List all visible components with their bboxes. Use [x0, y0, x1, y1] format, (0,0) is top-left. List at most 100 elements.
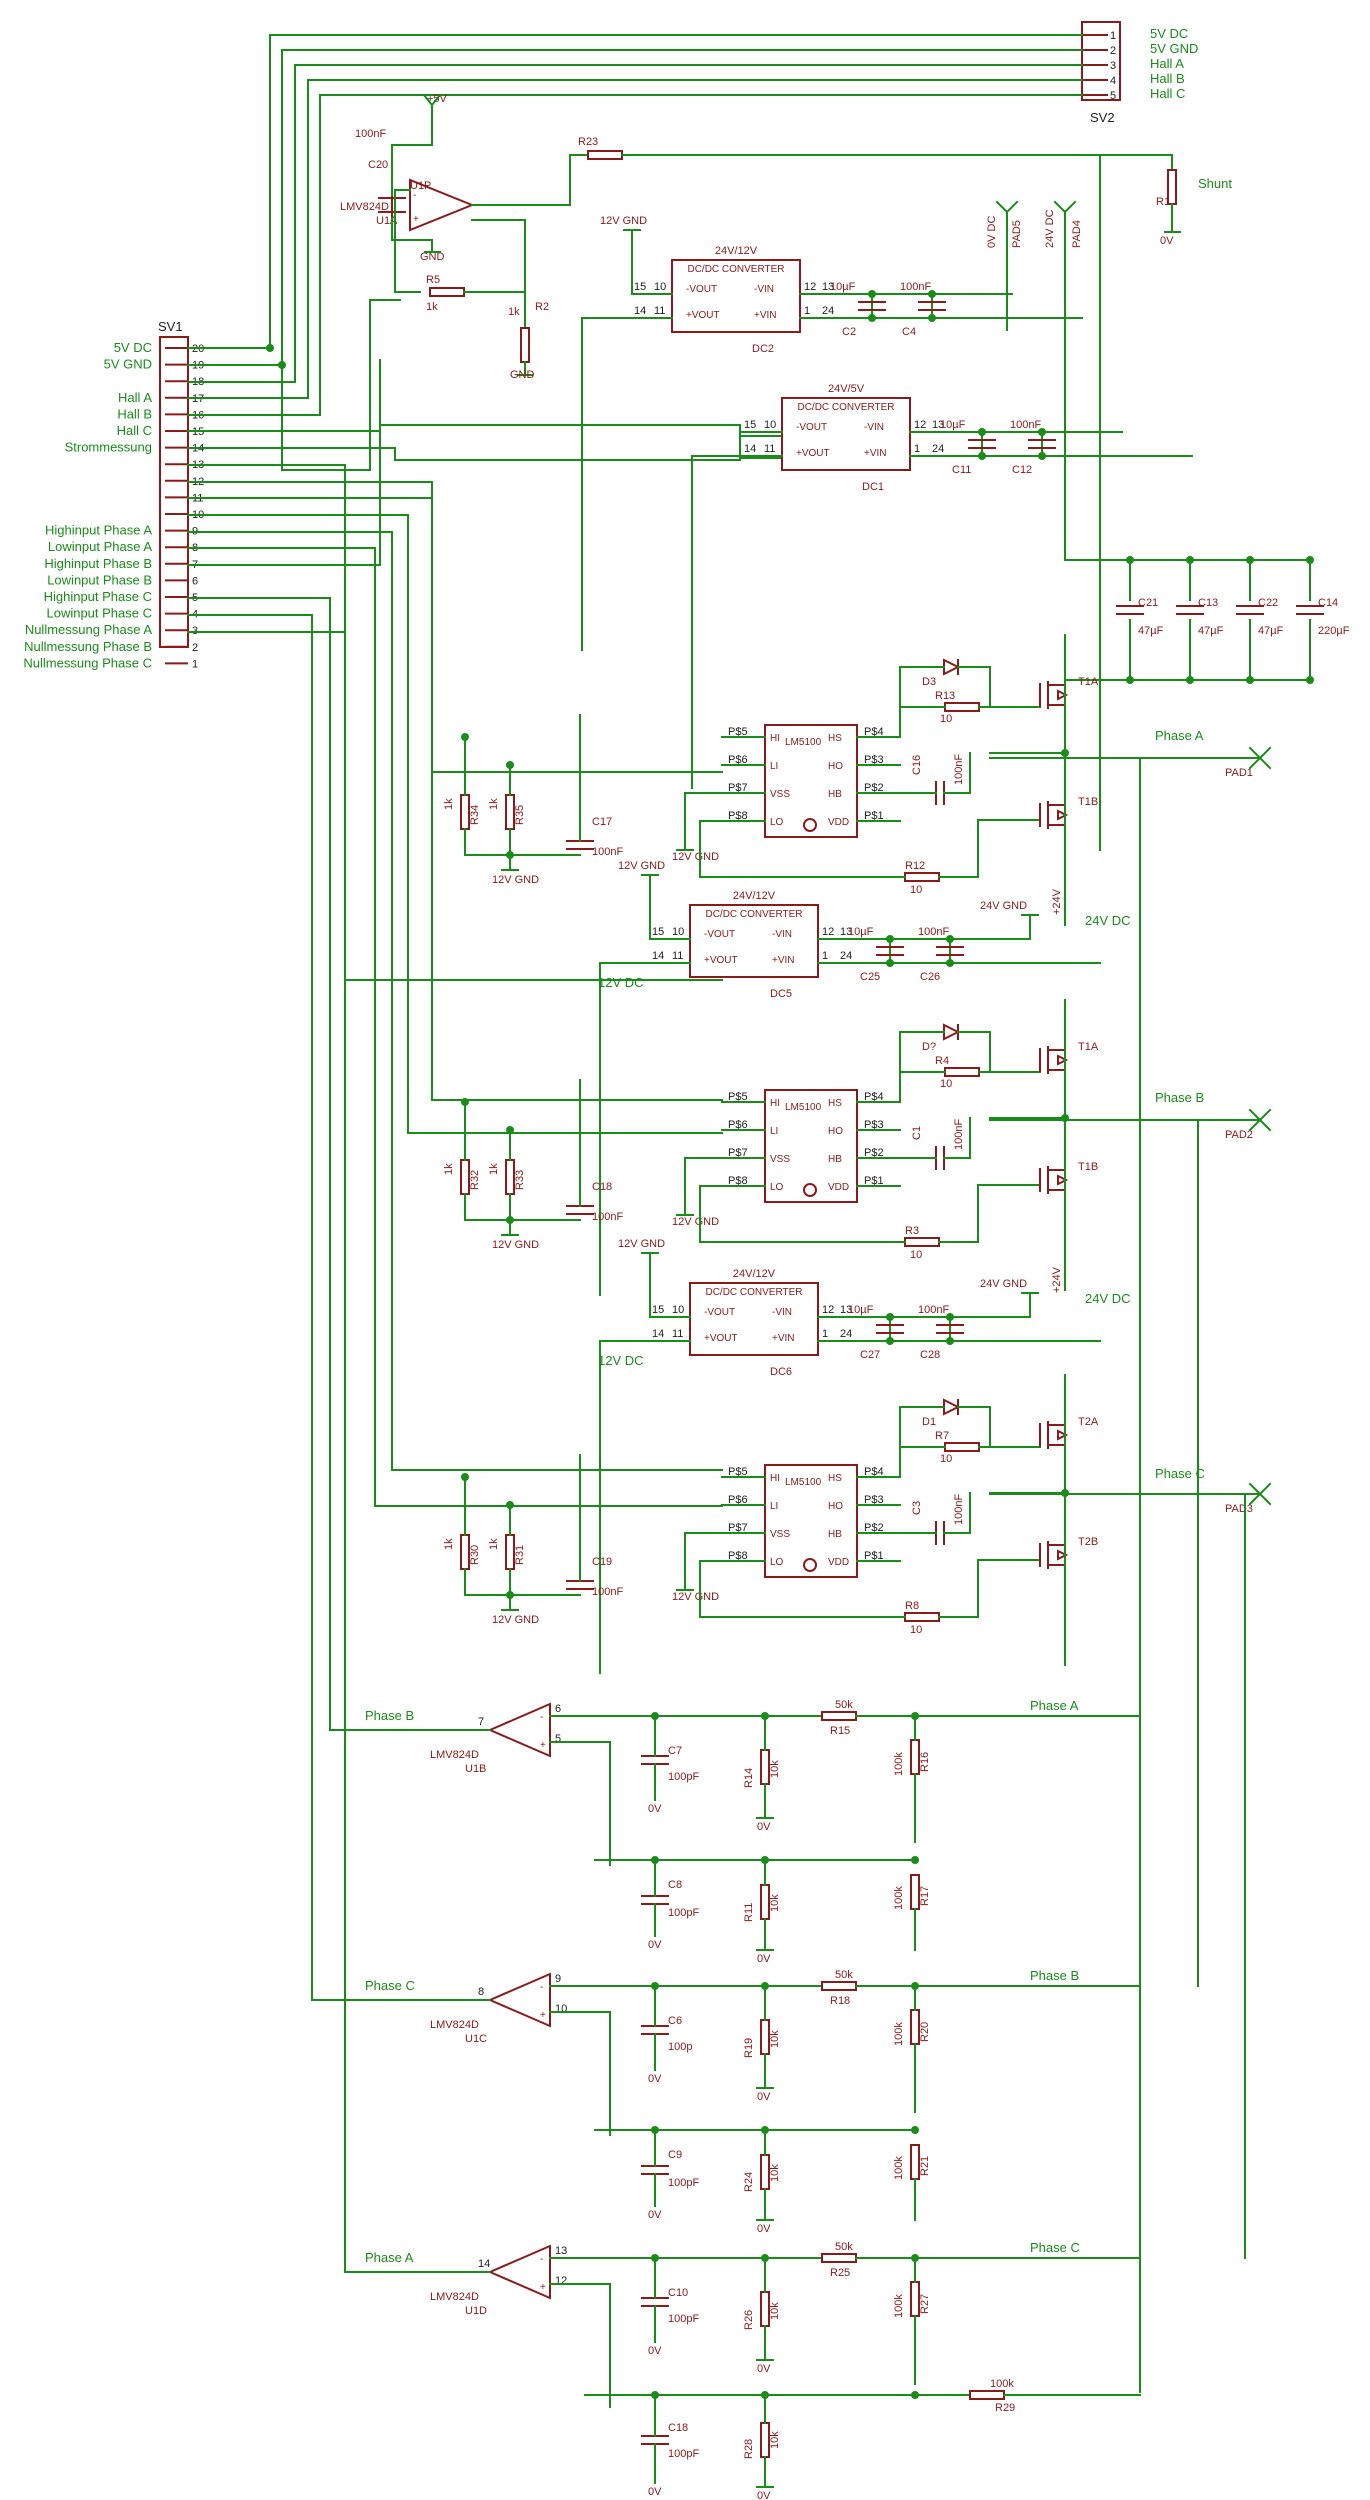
svg-text:-: - [413, 190, 416, 201]
comp-cap-gnd-2: 0V [648, 2345, 662, 2357]
mid-rdiv-value-0: 100k [893, 1886, 905, 1910]
dc-type-1: 24V/5V [828, 383, 865, 395]
dc-label12-2: 12V DC [598, 975, 644, 990]
dc-cap1-name-3: C27 [860, 1349, 880, 1361]
dc-pin-g-2: 1 [822, 950, 828, 962]
driver-res1-name-1: R32 [469, 1170, 481, 1190]
driver-bootcap-name-0: C16 [911, 755, 923, 775]
driver-rhigh-1 [944, 1067, 980, 1077]
dc-title-1: DC/DC CONVERTER [797, 402, 894, 413]
phase-b-out-label: Phase B [1155, 1090, 1204, 1105]
comp-minus-2: - [540, 2254, 543, 2265]
driver-bootcap-value-1: 100nF [953, 1119, 965, 1150]
dc-title-3: DC/DC CONVERTER [705, 1287, 802, 1298]
comp-plus-0: + [540, 1740, 546, 1751]
comp-pin-a-2: 13 [555, 2245, 567, 2257]
comp-rin-name-2: R25 [830, 2267, 850, 2279]
bulk-cap-c22 [1236, 605, 1264, 615]
dc-pin-g-0: 1 [804, 305, 810, 317]
sv2-name: SV2 [1090, 110, 1115, 125]
driver-pinname-right-0-1: HO [828, 761, 843, 772]
comp-pin-b-1: 10 [555, 2003, 567, 2015]
dc-vin-neg-1: -VIN [864, 422, 884, 433]
pad4-label: 24V DC [1044, 209, 1056, 248]
sv1-signal-9: Highinput Phase B [44, 556, 152, 571]
sv1-signal-12: Lowinput Phase C [46, 606, 152, 621]
dc-pin-g-1: 1 [914, 443, 920, 455]
driver-rlow-1 [904, 1237, 940, 1247]
comp-out-label-1: Phase C [365, 1978, 415, 1993]
driver-res2-1 [505, 1159, 515, 1195]
dc-pin-b-1: 10 [764, 419, 776, 431]
comp-type-1: LMV824D [430, 2019, 479, 2031]
driver-pinname-left-2-3: LO [770, 1557, 784, 1568]
dc-vin-pos-0: +VIN [754, 310, 777, 321]
comp-cap-value-2: 100pF [668, 2313, 699, 2325]
dc-cap1-value-2: 10µF [848, 926, 874, 938]
dc-name-0: DC2 [752, 343, 774, 355]
comp-rgnd-1 [760, 2019, 770, 2055]
driver-pinname-right-1-1: HO [828, 1126, 843, 1137]
dc-pin-a-2: 15 [652, 926, 664, 938]
driver-rlow-value-1: 10 [910, 1249, 922, 1261]
mid-rdiv-1 [910, 2144, 920, 2180]
phase-outputs: Phase A PAD1 Phase B PAD2 Phase C PAD3 [989, 728, 1272, 2393]
driver-res-value1-2: 1k [443, 1538, 455, 1550]
driver-rlow-value-0: 10 [910, 884, 922, 896]
comp-in-label-1: Phase B [1030, 1968, 1079, 1983]
bottom-res-name: R28 [743, 2439, 755, 2459]
phase-a-out-label: Phase A [1155, 728, 1204, 743]
comp-type-0: LMV824D [430, 1749, 479, 1761]
sv1-signal-10: Lowinput Phase B [47, 572, 152, 587]
driver-res1-1 [460, 1159, 470, 1195]
mosfet-t2b-2: T2B [1039, 1536, 1098, 1569]
driver-rhigh-name-0: R13 [935, 690, 955, 702]
dc-pin-c-1: 14 [744, 443, 756, 455]
driver-res2-name-2: R31 [514, 1545, 526, 1565]
driver-vddcap-name-1: C18 [592, 1181, 612, 1193]
driver-pinname-right-1-0: HS [828, 1098, 842, 1109]
mid-res-name-0: R11 [743, 1903, 755, 1922]
dc-pin-c-0: 14 [634, 305, 646, 317]
comp-type-2: LMV824D [430, 2291, 479, 2303]
mid-res-name-1: R24 [743, 2172, 755, 2192]
u1p-name: U1P [410, 180, 431, 192]
dc-cap1-3 [876, 1324, 904, 1334]
r5-name: R5 [426, 274, 440, 286]
sv1-signal-5: Hall C [117, 423, 152, 438]
driver-diode-1: D? [922, 1041, 936, 1053]
comp-in-label-0: Phase A [1030, 1698, 1079, 1713]
dc-pin-b-0: 10 [654, 281, 666, 293]
comp-pin-out-1: 8 [478, 1986, 484, 1998]
sv1-signal-2: 5V GND [104, 357, 152, 372]
mid-rdiv-value-1: 100k [893, 2156, 905, 2180]
dc-pin-e-0: 12 [804, 281, 816, 293]
comp-rdiv-name-0: R16 [919, 1752, 931, 1772]
mosfet-t1a-0: T1A [1039, 676, 1099, 709]
sv2-signal-4: Hall B [1150, 71, 1185, 86]
dc-vin-pos-1: +VIN [864, 448, 887, 459]
driver-ic-2: LM5100 [785, 1477, 822, 1488]
dc-pin-h-3: 24 [840, 1328, 852, 1340]
dc-gnd-0: 12V GND [600, 215, 647, 227]
driver-pinname-right-2-1: HO [828, 1501, 843, 1512]
shunt-label: Shunt [1198, 176, 1232, 191]
driver-vddcap-name-2: C19 [592, 1556, 612, 1568]
driver-pinname-left-0-1: LI [770, 761, 778, 772]
dc-pin-h-2: 24 [840, 950, 852, 962]
driver-rlow-name-2: R8 [905, 1600, 919, 1612]
hall-bus-wires [187, 34, 1083, 471]
dc-pin-f-2: 13 [840, 926, 852, 938]
mid-rdiv-name-1: R21 [919, 2156, 931, 2176]
driver-bootcap-0 [935, 781, 945, 805]
mid-cap-name-1: C9 [668, 2149, 682, 2161]
driver-res-value2-1: 1k [488, 1163, 500, 1175]
svg-text:+: + [413, 214, 419, 225]
comp-rgnd-value-2: 10k [769, 2302, 781, 2320]
bulk-cap-name-3: C14 [1318, 597, 1338, 609]
bottom-r29-name: R29 [995, 2402, 1015, 2414]
dc-cap1-0 [858, 301, 886, 311]
